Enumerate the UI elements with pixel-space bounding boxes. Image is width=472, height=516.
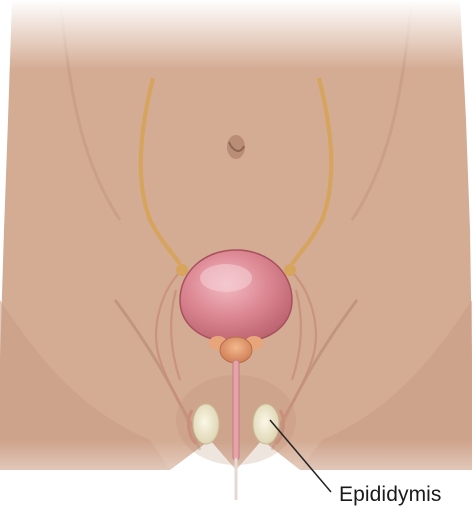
navel	[227, 135, 245, 159]
epididymis-label: Epididymis	[339, 483, 442, 507]
